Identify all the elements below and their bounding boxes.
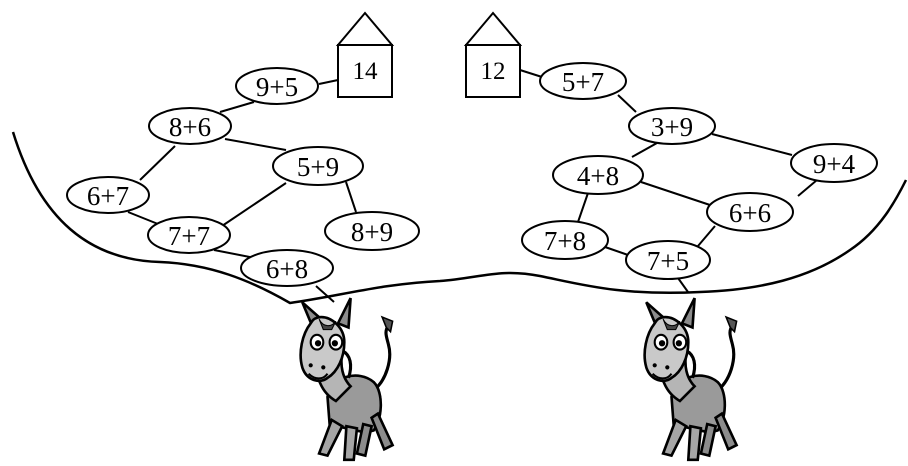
node-label: 9+4 [813, 149, 856, 179]
node-label: 6+7 [87, 181, 129, 211]
node: 8+9 [324, 211, 420, 251]
donkey-icon [643, 296, 739, 462]
node: 7+7 [147, 216, 231, 254]
connection-line [631, 142, 658, 158]
connection-line [797, 179, 818, 197]
node: 9+4 [790, 143, 878, 183]
donkey-icon [299, 296, 395, 462]
connection-line [677, 277, 689, 293]
connection-line [345, 181, 357, 213]
connection-line [213, 249, 256, 259]
node: 7+8 [521, 220, 609, 260]
node-label: 7+8 [544, 226, 586, 256]
connection-line [697, 225, 716, 247]
connection-line [519, 69, 543, 78]
connection-line [577, 192, 589, 223]
node: 5+7 [539, 62, 627, 100]
node: 5+9 [272, 146, 364, 186]
node: 6+8 [240, 249, 334, 287]
connection-line [318, 79, 339, 85]
connection-line [640, 181, 711, 206]
node: 9+5 [235, 67, 319, 105]
connection-line [617, 94, 637, 113]
node: 8+6 [148, 107, 232, 145]
house-left: 14 [335, 11, 395, 98]
node: 6+7 [66, 176, 150, 214]
node: 7+5 [625, 240, 711, 280]
house-right: 12 [463, 11, 523, 98]
connection-lines [127, 69, 818, 303]
connection-line [711, 133, 793, 156]
node-label: 7+7 [168, 221, 210, 251]
node-label: 3+9 [651, 112, 693, 142]
node-label: 7+5 [647, 246, 689, 276]
pit-outline [11, 131, 908, 305]
node: 4+8 [552, 155, 644, 195]
node: 6+6 [706, 192, 794, 232]
node-label: 5+9 [297, 152, 339, 182]
node-label: 8+6 [169, 112, 211, 142]
node: 3+9 [628, 107, 716, 145]
connection-line [221, 182, 287, 227]
connection-line [604, 246, 629, 256]
house-value: 12 [481, 58, 506, 85]
connection-line [219, 101, 255, 113]
node-label: 9+5 [256, 72, 298, 102]
node-label: 6+8 [266, 254, 308, 284]
node-label: 4+8 [577, 161, 619, 191]
connection-line [127, 211, 159, 225]
connection-line [315, 285, 335, 303]
node-label: 6+6 [729, 198, 771, 228]
node-label: 8+9 [351, 217, 393, 247]
house-value: 14 [353, 58, 379, 85]
connection-line [224, 138, 287, 151]
connection-line [139, 145, 176, 181]
node-label: 5+7 [562, 67, 604, 97]
